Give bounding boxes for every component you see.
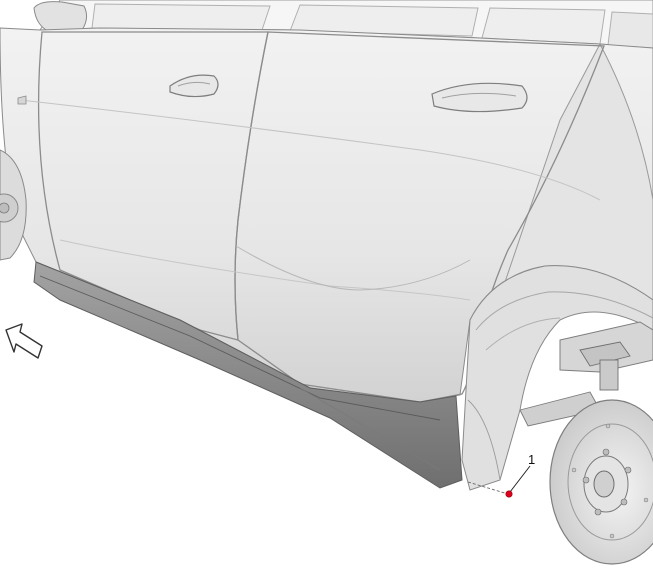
rear-door-handle (431, 82, 528, 113)
front-direction-arrow-icon (5, 323, 43, 359)
rocker-panel (33, 261, 463, 489)
fastener-highlight (505, 490, 513, 498)
side-mirror (33, 1, 88, 33)
callout-leader-line (509, 465, 531, 493)
front-door-handle (169, 74, 219, 98)
front-wheel (0, 149, 27, 261)
rear-brake-disc (549, 399, 653, 565)
window-area (39, 0, 653, 49)
fastener-callout-1: 1 (467, 452, 535, 498)
rear-suspension (519, 321, 653, 427)
callout-label-1: 1 (528, 452, 535, 467)
